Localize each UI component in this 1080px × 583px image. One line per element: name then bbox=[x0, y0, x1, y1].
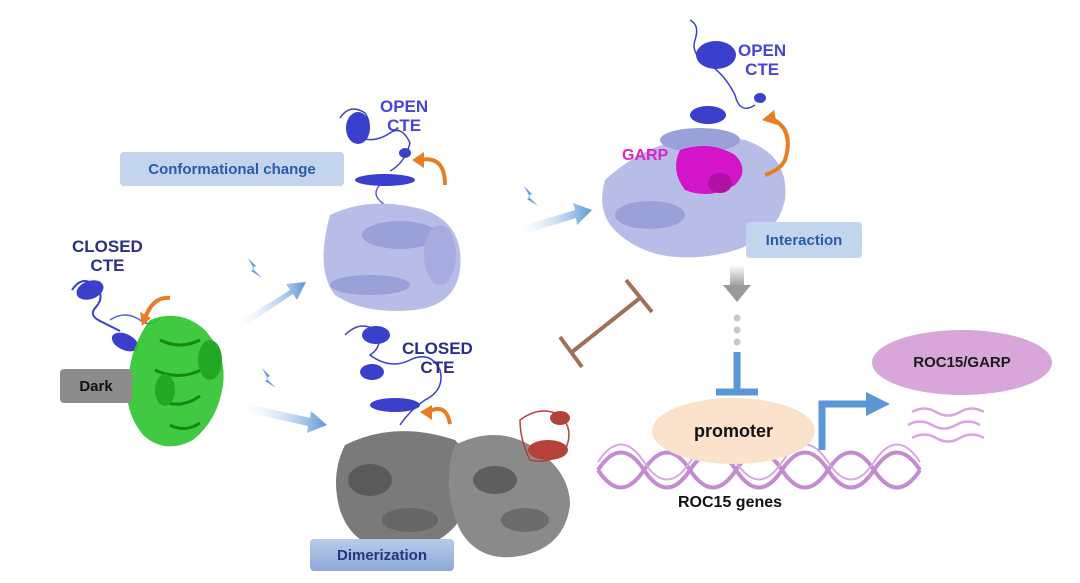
arrow-to-dimer bbox=[236, 402, 327, 433]
garp-label: GARP bbox=[622, 147, 669, 164]
lightning-icon bbox=[248, 258, 262, 278]
inhibition-bar-icon bbox=[558, 278, 654, 369]
closed-cte-label-1: CLOSED CTE bbox=[72, 237, 143, 275]
open-garp-complex bbox=[602, 19, 786, 258]
open-cte-label-2: OPEN CTE bbox=[738, 41, 787, 79]
open-state-protein bbox=[323, 108, 461, 311]
conformational-change-box: Conformational change bbox=[120, 152, 344, 186]
curved-arrow-head-icon bbox=[412, 152, 424, 168]
lightning-icon bbox=[524, 186, 538, 206]
down-arrow-icon bbox=[723, 265, 751, 346]
closed-cte-label-2: CLOSED CTE bbox=[402, 339, 473, 377]
roc15-garp-ellipse: ROC15/GARP bbox=[872, 330, 1052, 395]
curved-arrow-head-icon bbox=[762, 110, 777, 125]
curved-arrow-icon bbox=[143, 295, 171, 319]
curved-arrow-head-icon bbox=[140, 312, 151, 326]
curved-arrow-icon bbox=[764, 116, 790, 177]
curved-arrow-head-icon bbox=[420, 405, 432, 420]
arrow-to-open-state bbox=[232, 282, 306, 332]
mrna-wave-icon bbox=[907, 407, 985, 443]
transcription-arrow-icon bbox=[818, 392, 890, 450]
closed-state-protein bbox=[71, 280, 224, 447]
dimer-protein bbox=[336, 325, 570, 558]
dimerization-box: Dimerization bbox=[310, 539, 454, 571]
repression-bar-icon bbox=[716, 352, 758, 396]
open-cte-label-1: OPEN CTE bbox=[380, 97, 429, 135]
arrow-to-interaction bbox=[512, 203, 592, 237]
interaction-box: Interaction bbox=[746, 222, 862, 258]
promoter-ellipse: promoter bbox=[652, 398, 815, 464]
dark-box: Dark bbox=[60, 369, 132, 403]
roc15-genes-label: ROC15 genes bbox=[678, 494, 783, 511]
lightning-icon bbox=[262, 368, 276, 388]
